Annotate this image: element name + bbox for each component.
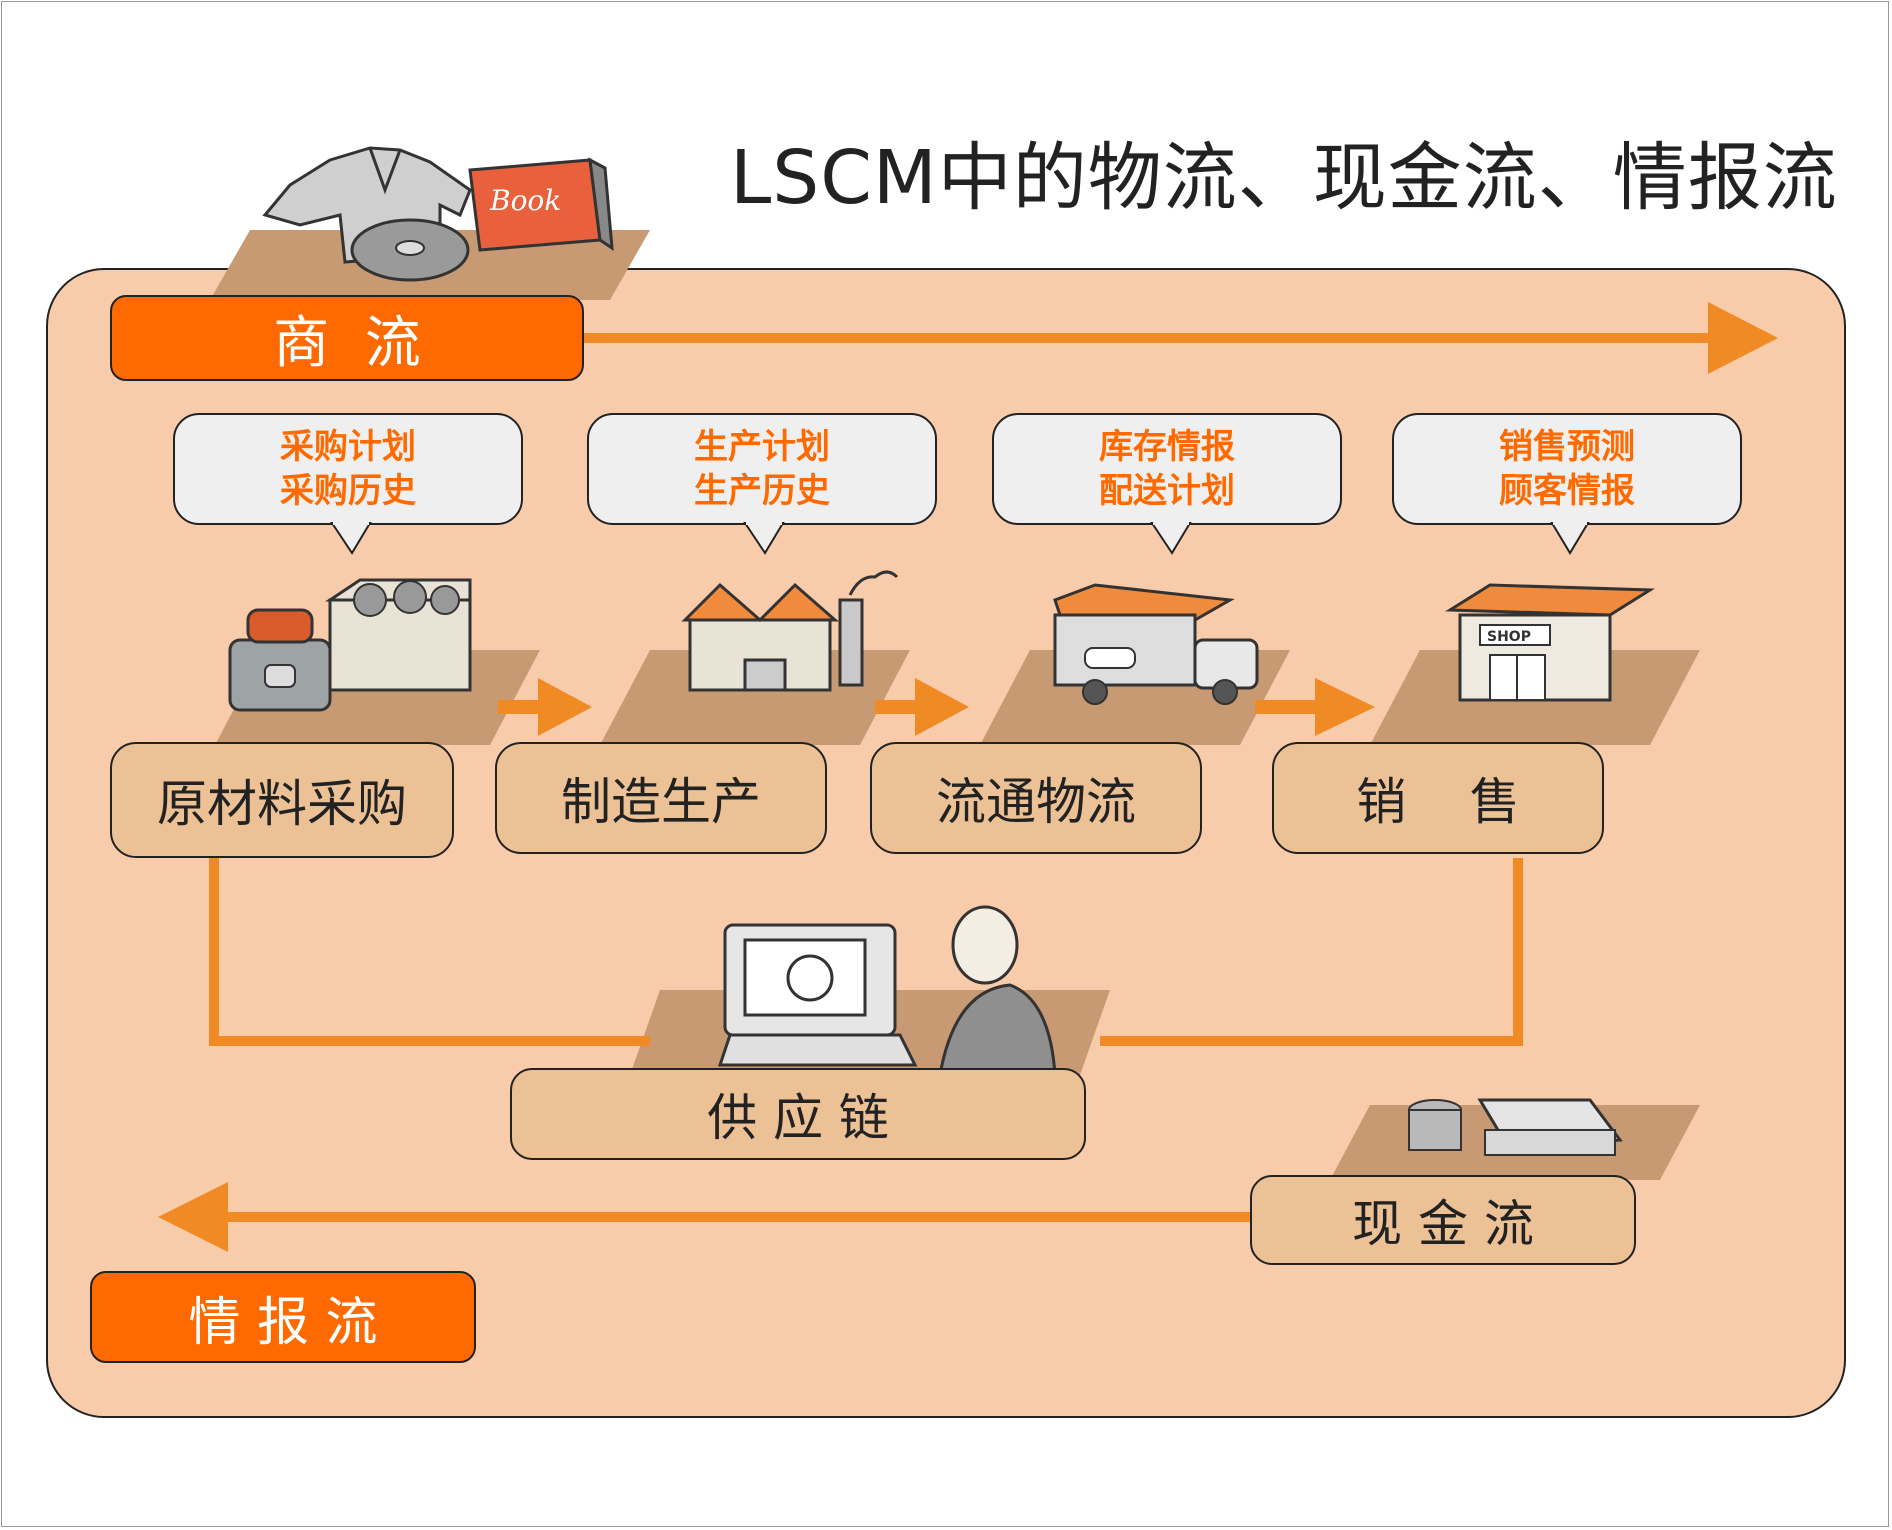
stage-arrow-3-head: [1315, 678, 1375, 736]
bubble-logistics: 库存情报 配送计划: [992, 413, 1342, 525]
bubble-sales-line2: 顾客情报: [1499, 471, 1635, 511]
bubble-procurement-line2: 采购历史: [280, 471, 416, 511]
info-flow-label: 情 报 流: [188, 1292, 378, 1353]
bubble-tail-4: [1550, 522, 1590, 555]
ground-stage-2: [600, 650, 910, 745]
commerce-flow-tag: 商 流: [110, 295, 584, 381]
stage-sales: 销 售: [1272, 742, 1604, 854]
book-icon: Book: [468, 157, 614, 252]
stage-arrow-2-head: [915, 678, 969, 736]
commerce-arrow-line: [582, 333, 1712, 343]
bubble-sales-line1: 销售预测: [1499, 427, 1635, 467]
shop-icon: SHOP: [1445, 583, 1655, 702]
bubble-production-line1: 生产计划: [694, 427, 830, 467]
info-arrow-head: [158, 1182, 228, 1252]
stage-logistics: 流通物流: [870, 742, 1202, 854]
stage-logistics-label: 流通物流: [936, 773, 1136, 831]
bubble-sales: 销售预测 顾客情报: [1392, 413, 1742, 525]
stage-arrow-1-line: [498, 700, 540, 714]
stage-production-label: 制造生产: [561, 773, 761, 831]
supply-chain-label: 供 应 链: [707, 1089, 889, 1147]
info-flow-tag: 情 报 流: [90, 1271, 476, 1363]
commerce-arrow-head: [1708, 302, 1778, 374]
supply-chain-box: 供 应 链: [510, 1068, 1086, 1160]
cash-icon: [1408, 1098, 1623, 1156]
stage-procurement-label: 原材料采购: [157, 775, 407, 833]
bubble-procurement-line1: 采购计划: [280, 427, 416, 467]
info-arrow-line: [220, 1212, 1250, 1222]
bubble-production-line2: 生产历史: [694, 471, 830, 511]
bubble-tail-3: [1150, 522, 1192, 555]
bubble-logistics-line1: 库存情报: [1099, 427, 1235, 467]
cd-icon: [350, 218, 470, 282]
bracket-right: [1100, 858, 1523, 1046]
bubble-tail-2: [743, 522, 785, 555]
factory-icon: [681, 570, 899, 692]
diagram-title: LSCM中的物流、现金流、情报流: [730, 135, 1838, 221]
truck-icon: [1053, 583, 1259, 705]
shop-label: SHOP: [1487, 629, 1531, 645]
materials-icon: [228, 578, 472, 712]
computer-user-icon: [717, 905, 1057, 1077]
stage-sales-label: 销 售: [1356, 773, 1520, 831]
stage-arrow-1-head: [538, 678, 592, 736]
cash-flow-box: 现 金 流: [1250, 1175, 1636, 1265]
stage-production: 制造生产: [495, 742, 827, 854]
bracket-left: [209, 858, 650, 1046]
bubble-production: 生产计划 生产历史: [587, 413, 937, 525]
bubble-logistics-line2: 配送计划: [1099, 471, 1235, 511]
cash-flow-label: 现 金 流: [1352, 1195, 1534, 1253]
stage-arrow-2-line: [875, 700, 917, 714]
commerce-flow-label: 商 流: [273, 310, 421, 376]
stage-arrow-3-line: [1255, 700, 1317, 714]
bubble-procurement: 采购计划 采购历史: [173, 413, 523, 525]
bubble-tail-1: [330, 522, 372, 555]
book-label: Book: [489, 184, 561, 217]
stage-procurement: 原材料采购: [110, 742, 454, 858]
